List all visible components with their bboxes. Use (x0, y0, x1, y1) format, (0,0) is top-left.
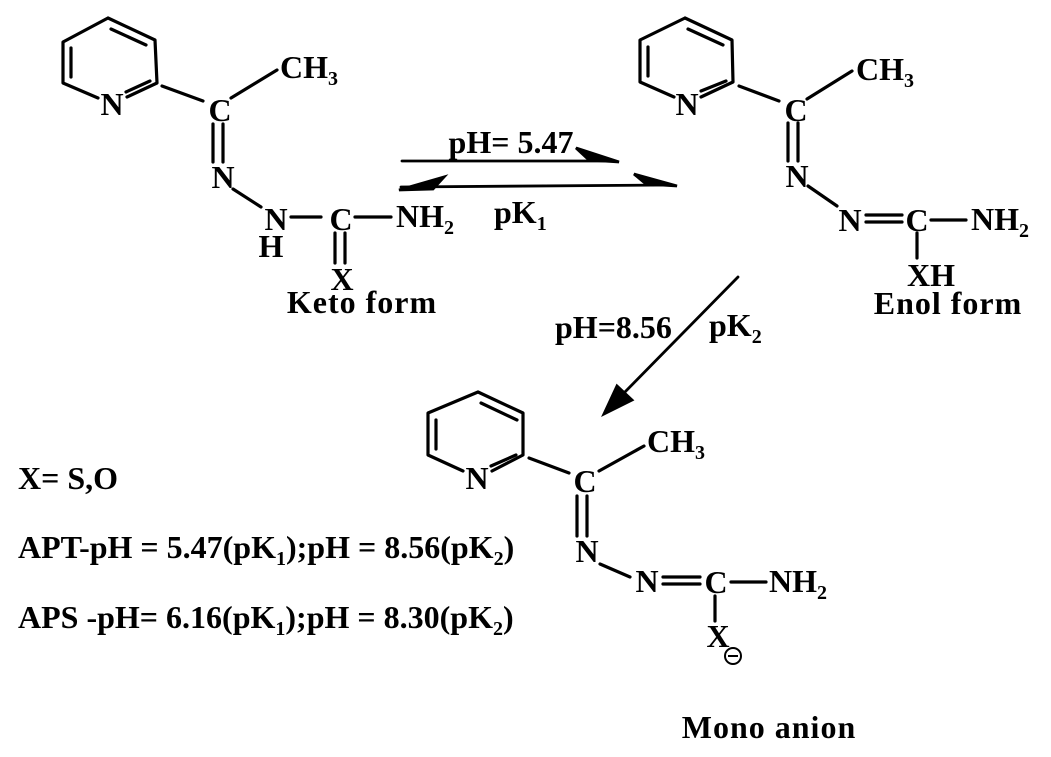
aps-part2: );pH = 8.30(pK (285, 599, 493, 635)
keto-amine-label: NH2 (396, 200, 454, 238)
keto-imine-c-label: C (208, 92, 232, 128)
keto-ring-n-label: N (100, 86, 124, 122)
enol-aza-n-label: N (838, 202, 862, 238)
apt-sub1: 1 (275, 548, 286, 570)
apt-part2: );pH = 8.56(pK (285, 529, 494, 565)
anion-aza-n-label: N (635, 563, 659, 599)
keto-hydrazide-n-label: N (264, 201, 288, 237)
enol-xh-label: XH (907, 257, 955, 293)
aps-values-text: APS -pH= 6.16(pK1);pH = 8.30(pK2) (18, 601, 514, 639)
deprotonation-pk2-subscript: 2 (751, 326, 762, 348)
enol-imine-c-label: C (784, 92, 808, 128)
anion-methyl-base: CH (647, 423, 695, 459)
enol-amine-base: NH (971, 201, 1019, 237)
apt-part3: ) (503, 529, 515, 565)
keto-amine-subscript: 2 (444, 217, 454, 239)
aps-sub2: 2 (492, 618, 503, 640)
anion-thioamide-c-label: C (704, 564, 728, 600)
anion-amine-base: NH (769, 563, 817, 599)
aps-part3: ) (502, 599, 514, 635)
anion-imine-c-label: C (573, 463, 597, 499)
anion-imine-n-label: N (575, 533, 599, 569)
aps-part1: APS -pH= 6.16(pK (18, 599, 276, 635)
enol-structure-bonds (638, 16, 968, 260)
enol-amine-label: NH2 (971, 203, 1029, 241)
enol-caption: Enol form (873, 285, 1023, 321)
anion-caption: Mono anion (681, 709, 857, 745)
keto-methyl-base: CH (280, 49, 328, 85)
enol-methyl-base: CH (856, 51, 904, 87)
enol-methyl-label: CH3 (856, 53, 914, 91)
equilibrium-pk1-base: pK (494, 194, 537, 230)
enol-amine-subscript: 2 (1019, 220, 1029, 242)
keto-structure-bonds (61, 16, 393, 265)
minus-charge-icon (724, 647, 742, 665)
keto-amine-base: NH (396, 198, 444, 234)
anion-amine-label: NH2 (769, 565, 827, 603)
keto-methyl-label: CH3 (280, 51, 338, 89)
equilibrium-ph-label: pH= 5.47 (448, 124, 574, 160)
deprotonation-arrow (601, 275, 740, 418)
anion-x-label: X (706, 618, 730, 654)
apt-sub2: 2 (493, 548, 504, 570)
aps-sub1: 1 (275, 618, 286, 640)
apt-part1: APT-pH = 5.47(pK (18, 529, 276, 565)
keto-x-label: X (330, 261, 354, 297)
anion-amine-subscript: 2 (817, 582, 827, 604)
enol-thioamide-c-label: C (905, 202, 929, 238)
apt-values-text: APT-pH = 5.47(pK1);pH = 8.56(pK2) (18, 531, 514, 569)
equilibrium-pk1-subscript: 1 (536, 213, 547, 235)
enol-methyl-subscript: 3 (904, 70, 914, 92)
keto-thioamide-c-label: C (329, 201, 353, 237)
anion-ring-n-label: N (465, 460, 489, 496)
equilibrium-arrows (398, 146, 678, 192)
keto-hydrazide-h-label: H (258, 228, 284, 264)
enol-imine-n-label: N (785, 158, 809, 194)
equilibrium-pk1-label: pK1 (494, 196, 547, 234)
deprotonation-pk2-label: pK2 (709, 309, 762, 347)
keto-methyl-subscript: 3 (328, 68, 338, 90)
enol-ring-n-label: N (675, 86, 699, 122)
anion-methyl-label: CH3 (647, 425, 705, 463)
keto-caption: Keto form (286, 284, 438, 320)
anion-methyl-subscript: 3 (695, 442, 705, 464)
x-definition-text: X= S,O (18, 460, 119, 496)
keto-imine-n-label: N (211, 159, 235, 195)
deprotonation-pk2-base: pK (709, 307, 752, 343)
deprotonation-ph-label: pH=8.56 (555, 309, 672, 345)
anion-structure-bonds (426, 390, 768, 623)
